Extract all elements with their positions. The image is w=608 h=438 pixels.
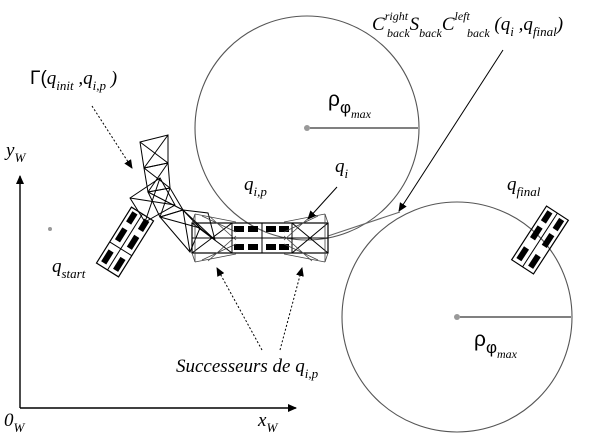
lower-circle-center <box>454 314 460 320</box>
robot-qfinal <box>510 205 570 275</box>
tangent-segment <box>327 211 401 237</box>
rho-label-upper: ρφmax <box>328 88 372 121</box>
qstart-point <box>48 227 52 231</box>
successors-label: Successeurs de qi,p <box>176 356 319 381</box>
robot-qstart <box>95 206 155 278</box>
qip-label: qi,p <box>244 174 267 199</box>
successor-pointer-right <box>279 267 304 351</box>
gamma-pointer <box>91 105 133 169</box>
qi-label: qi <box>335 156 349 181</box>
successor-fan <box>191 213 329 263</box>
upper-circle-center <box>304 125 310 131</box>
lower-turning-circle <box>341 201 573 433</box>
qfinal-label: qfinal <box>507 174 541 199</box>
gamma-label: Γ(qinit ,qi,p ) <box>30 68 117 93</box>
qi-pointer <box>307 186 338 220</box>
xw-label: xW <box>257 410 278 435</box>
qstart-label: qstart <box>52 256 86 281</box>
yw-label: yW <box>4 140 26 165</box>
robot-qip-qi <box>191 222 329 254</box>
successor-pointer-left <box>216 267 263 351</box>
path-label-pointer <box>398 49 504 212</box>
swept-path-gamma <box>129 134 216 253</box>
rho-label-lower: ρφmax <box>474 328 518 361</box>
origin-label: 0W <box>4 410 26 435</box>
